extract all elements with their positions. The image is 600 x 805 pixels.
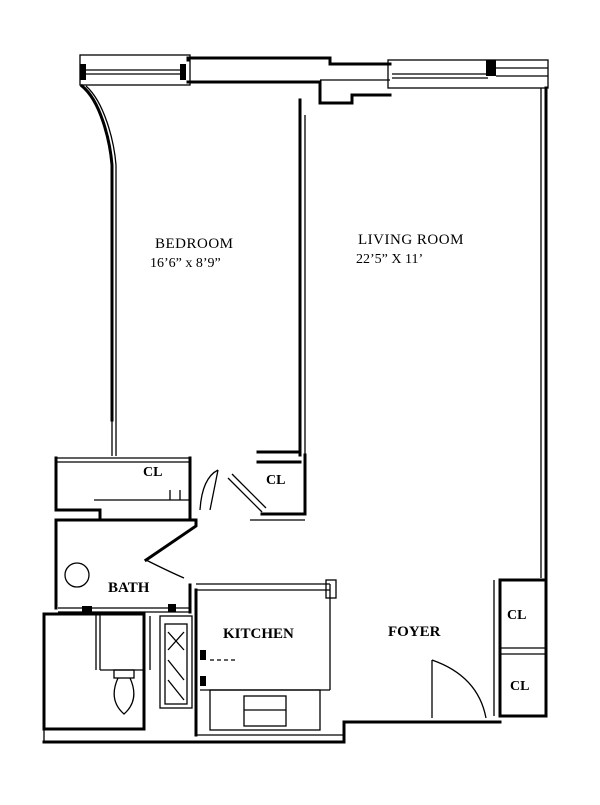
bathroom-fixtures xyxy=(42,612,193,731)
living-room-label: LIVING ROOM xyxy=(358,232,464,248)
bedroom-label: BEDROOM xyxy=(155,236,234,252)
living-room-dimensions: 22’5” X 11’ xyxy=(356,252,423,267)
bedroom-closet-walls xyxy=(54,456,219,522)
bath-walls xyxy=(54,518,198,614)
living-room-walls xyxy=(540,86,548,580)
foyer-label: FOYER xyxy=(388,624,441,640)
kitchen-label: KITCHEN xyxy=(223,626,294,642)
foyer-closet-1-label: CL xyxy=(507,608,526,623)
bath-label: BATH xyxy=(108,580,150,596)
hall-closet-label: CL xyxy=(266,473,285,488)
bedroom-closet-label: CL xyxy=(143,465,162,480)
kitchen-walls xyxy=(194,579,337,737)
foyer-walls xyxy=(431,578,548,719)
top-exterior-wall xyxy=(79,54,549,105)
bottom-exterior-wall xyxy=(42,720,502,744)
bedroom-dimensions: 16’6” x 8’9” xyxy=(150,256,221,271)
hall-closet-walls xyxy=(227,453,307,521)
foyer-closet-2-label: CL xyxy=(510,679,529,694)
bedroom-walls xyxy=(79,83,306,462)
